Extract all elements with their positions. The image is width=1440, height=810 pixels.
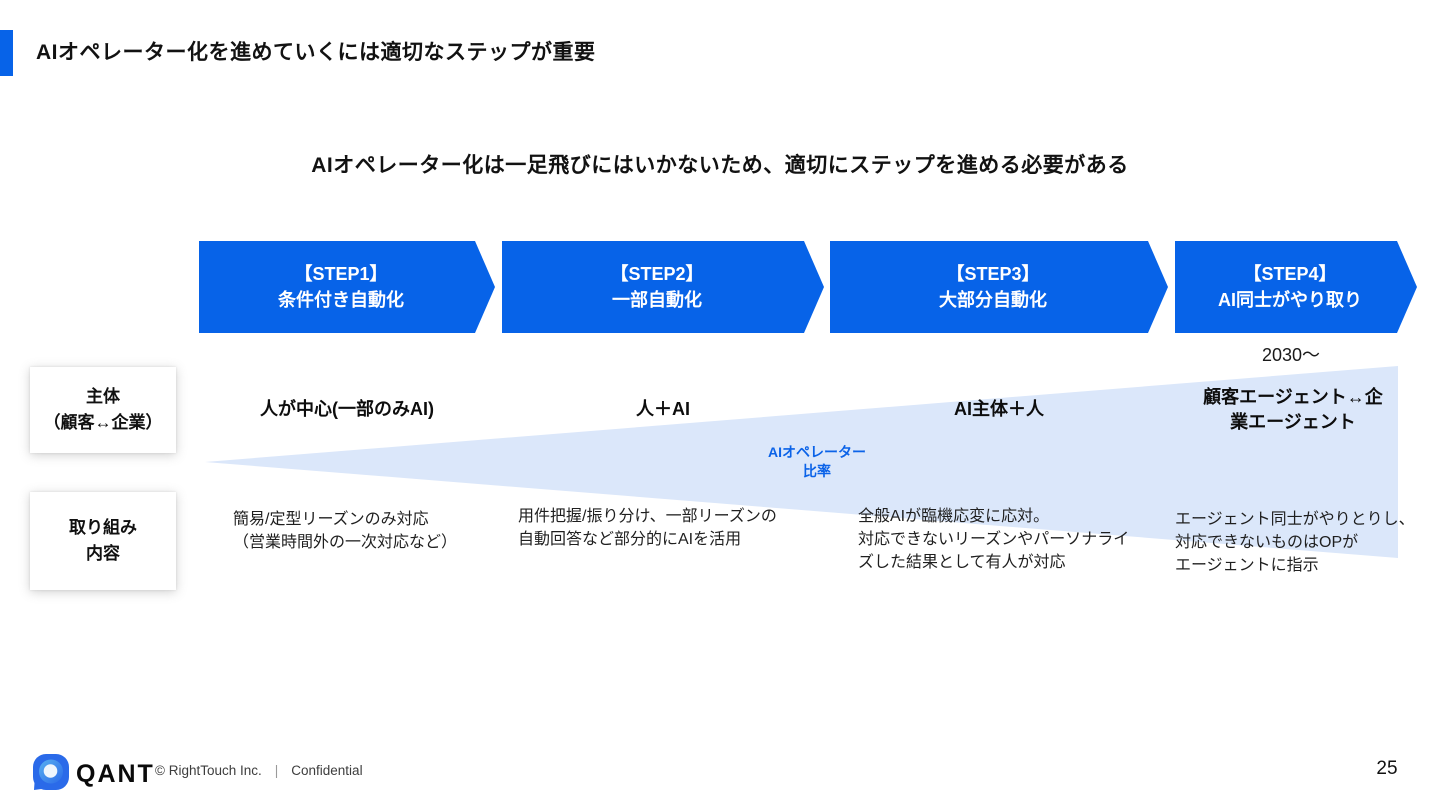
- qant-wordmark: QANT: [76, 760, 155, 788]
- row-header-activity: 取り組み 内容: [30, 492, 176, 590]
- step-arrow-3: 【STEP3】 大部分自動化: [830, 241, 1168, 333]
- step-arrow-1: 【STEP1】 条件付き自動化: [199, 241, 495, 333]
- qant-logo-icon: [33, 754, 69, 790]
- step-4-label-line2: AI同士がやり取り: [1218, 290, 1362, 310]
- footer-confidential: Confidential: [291, 763, 363, 778]
- activity-cell-step1: 簡易/定型リーズンのみ対応 （営業時間外の一次対応など）: [233, 511, 458, 551]
- page-number: 25: [1376, 758, 1398, 779]
- subject-cell-step3: AI主体＋人: [954, 399, 1044, 419]
- step-3-label-line1: 【STEP3】: [946, 264, 1040, 284]
- timeline-note-2030: 2030〜: [1261, 345, 1321, 365]
- step-1-label-line2: 条件付き自動化: [278, 290, 404, 310]
- slide-title: AIオペレーター化を進めていくには適切なステップが重要: [36, 41, 596, 64]
- activity-cell-step3: 全般AIが臨機応変に応対。 対応できないリーズンやパーソナライ ズした結果として…: [858, 508, 1130, 571]
- activity-cell-step2: 用件把握/振り分け、一部リーズンの 自動回答など部分的にAIを活用: [518, 508, 777, 548]
- step-arrow-2: 【STEP2】 一部自動化: [502, 241, 824, 333]
- step-3-label-line2: 大部分自動化: [939, 290, 1047, 310]
- subject-cell-step2: 人＋AI: [636, 399, 690, 419]
- step-2-label-line1: 【STEP2】: [610, 264, 704, 284]
- ai-operator-ratio-label: AIオペレーター 比率: [768, 444, 866, 479]
- slide-subtitle: AIオペレーター化は一足飛びにはいかないため、適切にステップを進める必要がある: [311, 154, 1129, 177]
- step-1-label-line1: 【STEP1】: [294, 264, 388, 284]
- title-accent-bar: [0, 30, 13, 76]
- row-header-subject: 主体 （顧客↔企業）: [30, 367, 176, 453]
- subject-cell-step1: 人が中心(一部のみAI): [260, 399, 434, 419]
- footer-copyright: © RightTouch Inc.: [155, 763, 262, 778]
- activity-cell-step4: エージェント同士がやりとりし、 対応できないものはOPが エージェントに指示: [1175, 511, 1415, 574]
- step-2-label-line2: 一部自動化: [612, 290, 702, 310]
- footer-legal: © RightTouch Inc. | Confidential: [155, 763, 363, 778]
- subject-cell-step4: 顧客エージェント↔企 業エージェント: [1203, 387, 1383, 432]
- step-4-label-line1: 【STEP4】: [1243, 264, 1337, 284]
- footer-separator: |: [274, 763, 279, 778]
- step-arrow-4: 【STEP4】 AI同士がやり取り: [1175, 241, 1417, 333]
